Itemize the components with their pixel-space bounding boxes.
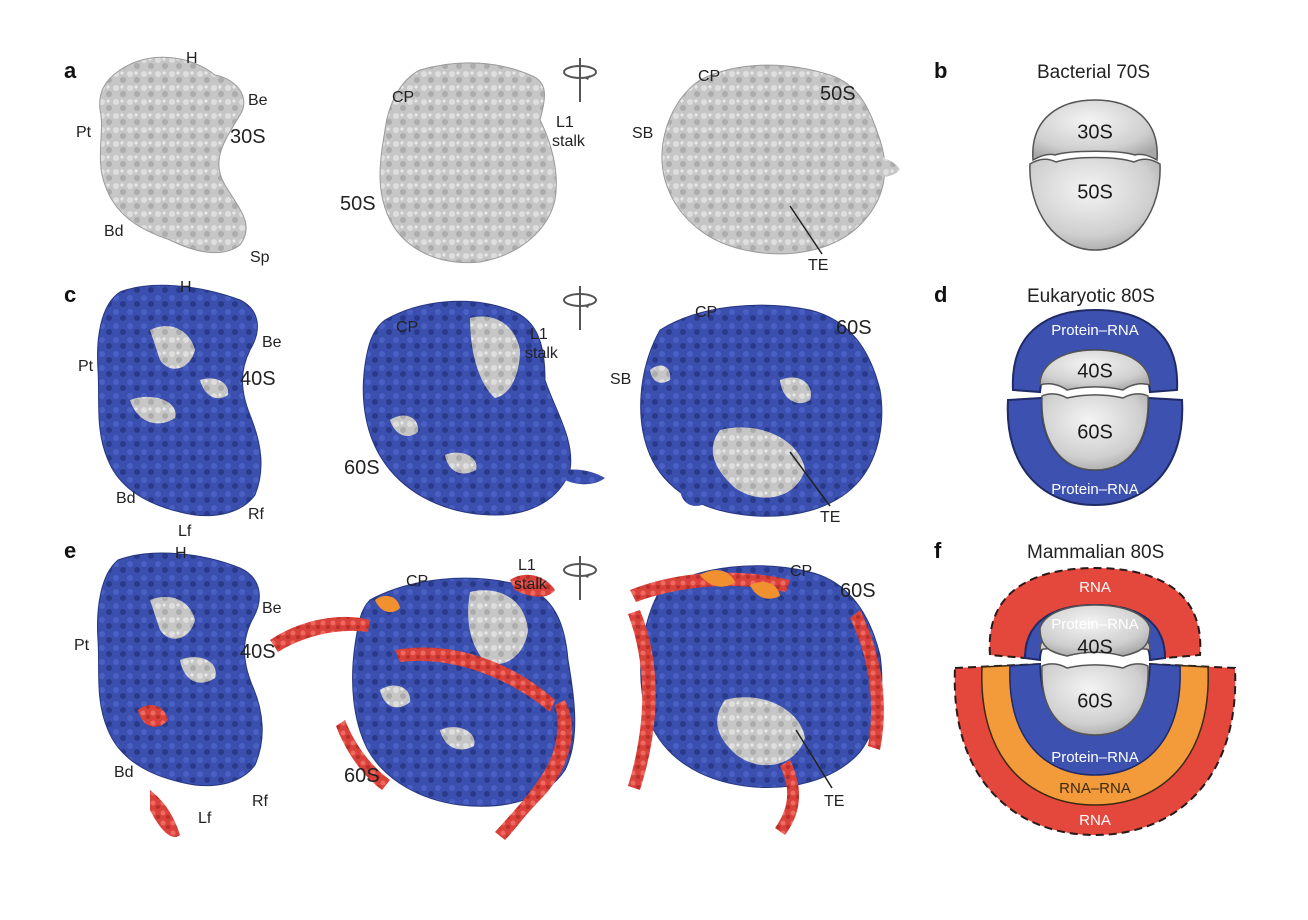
label-50S: 50S: [340, 193, 376, 215]
label-40S: 40S: [240, 641, 276, 663]
panel-b-large-subunit: 50S: [1077, 181, 1113, 203]
panel-letter-f: f: [934, 538, 942, 563]
panel-f-title: Mammalian 80S: [1027, 542, 1164, 563]
label-60S: 60S: [840, 580, 876, 602]
label-60S: 60S: [344, 457, 380, 479]
panel-letter-a: a: [64, 58, 77, 83]
panel-d-schematic: Protein–RNA 40S 60S Protein–RNA: [1006, 308, 1184, 507]
label-stalk: stalk: [514, 576, 548, 593]
panel-f-top-outer: RNA: [1079, 579, 1111, 596]
panel-d-large-subunit: 60S: [1077, 421, 1113, 443]
label-60S: 60S: [344, 765, 380, 787]
label-SB: SB: [610, 371, 631, 388]
panel-f-bottom-inner: Protein–RNA: [1051, 749, 1139, 766]
label-Be: Be: [262, 600, 282, 617]
label-Rf: Rf: [252, 793, 269, 810]
panel-d-ring-top: Protein–RNA: [1051, 322, 1139, 339]
panel-a-50S-density-front: [379, 62, 557, 264]
label-Lf: Lf: [178, 523, 192, 540]
label-30S: 30S: [230, 126, 266, 148]
TE-pointer-line: [789, 205, 823, 255]
panel-letter-d: d: [934, 282, 947, 307]
panel-f-small-subunit: 40S: [1077, 636, 1113, 658]
label-TE: TE: [824, 793, 844, 810]
label-50S: 50S: [820, 83, 856, 105]
panel-c-60S-density-front: [362, 300, 605, 516]
label-Lf: Lf: [198, 810, 212, 827]
label-Bd: Bd: [116, 490, 136, 507]
label-TE: TE: [808, 257, 828, 274]
panel-c-60S-density-rotated: [640, 304, 883, 517]
label-CP: CP: [406, 573, 428, 590]
panel-b-small-subunit: 30S: [1077, 121, 1113, 143]
panel-letter-c: c: [64, 282, 76, 307]
panel-a-50S-density-rotated: [661, 64, 900, 255]
panel-e-40S-density: [97, 552, 263, 838]
panel-f-schematic: RNA Protein–RNA 40S 60S Protein–RNA RNA–…: [953, 566, 1237, 837]
label-L1: L1: [556, 114, 574, 131]
label-Pt: Pt: [76, 124, 92, 141]
panel-f-large-subunit: 60S: [1077, 690, 1113, 712]
label-Rf: Rf: [248, 506, 265, 523]
panel-e-60S-density-front: [270, 574, 576, 840]
rotation-axis-icon: [563, 556, 597, 600]
label-Pt: Pt: [78, 358, 94, 375]
panel-f-bottom-outer: RNA: [1079, 812, 1111, 829]
label-CP: CP: [396, 319, 418, 336]
label-CP: CP: [392, 89, 414, 106]
label-H: H: [180, 279, 192, 296]
panel-d-small-subunit: 40S: [1077, 360, 1113, 382]
label-H: H: [186, 50, 198, 67]
panel-f-top-inner: Protein–RNA: [1051, 616, 1139, 633]
TE-pointer-line: [795, 729, 833, 789]
label-SB: SB: [632, 125, 653, 142]
panel-a-30S-density: [99, 56, 247, 254]
label-Sp: Sp: [250, 249, 270, 266]
panel-letter-b: b: [934, 58, 947, 83]
label-Be: Be: [262, 334, 282, 351]
label-L1: L1: [518, 557, 536, 574]
panel-letter-e: e: [64, 538, 76, 563]
panel-f-bottom-mid: RNA–RNA: [1059, 780, 1131, 797]
panel-d-title: Eukaryotic 80S: [1027, 286, 1155, 307]
label-CP: CP: [698, 68, 720, 85]
label-Be: Be: [248, 92, 268, 109]
label-60S: 60S: [836, 317, 872, 339]
label-40S: 40S: [240, 368, 276, 390]
rotation-axis-icon: [563, 58, 597, 102]
label-H: H: [175, 545, 187, 562]
label-Bd: Bd: [114, 764, 134, 781]
TE-pointer-line: [789, 451, 831, 507]
rotation-axis-icon: [563, 286, 597, 330]
panel-b-schematic: 30S 50S: [1029, 99, 1161, 251]
label-Bd: Bd: [104, 223, 124, 240]
label-TE: TE: [820, 509, 840, 526]
panel-d-ring-bottom: Protein–RNA: [1051, 481, 1139, 498]
label-CP: CP: [790, 563, 812, 580]
label-stalk: stalk: [552, 133, 586, 150]
panel-b-title: Bacterial 70S: [1037, 62, 1150, 83]
label-stalk: stalk: [525, 345, 559, 362]
label-L1: L1: [530, 326, 548, 343]
panel-e-60S-density-rotated: [628, 565, 884, 835]
panel-c-40S-density: [97, 284, 262, 517]
label-Pt: Pt: [74, 637, 90, 654]
label-CP: CP: [695, 304, 717, 321]
